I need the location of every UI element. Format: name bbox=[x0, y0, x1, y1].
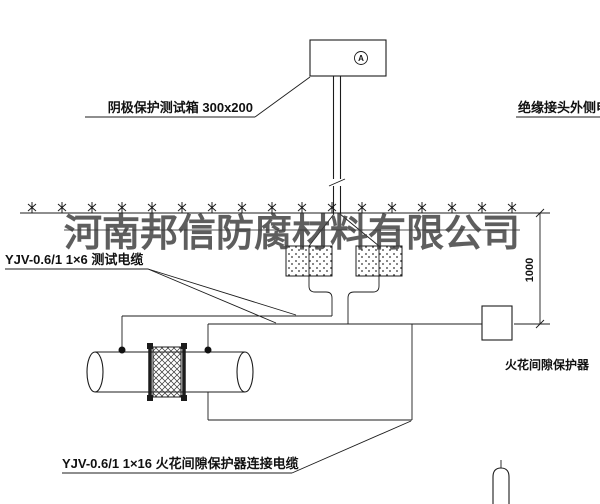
label-test-cable-group: YJV-0.6/1 1×6 测试电缆 bbox=[5, 252, 297, 324]
leader-line bbox=[147, 268, 277, 324]
spark-gap-protector bbox=[481, 305, 513, 341]
bolt bbox=[147, 395, 153, 401]
conduit bbox=[328, 76, 346, 214]
watermark: 河南邦信防腐材料有限公司 bbox=[64, 213, 520, 255]
dim-text-1000: 1000 bbox=[524, 258, 536, 282]
pipe-end-right bbox=[236, 351, 254, 393]
label-outer-cable: 绝缘接头外侧电缆 bbox=[518, 100, 600, 115]
label-test-cable: YJV-0.6/1 1×6 测试电缆 bbox=[5, 252, 143, 267]
bolt bbox=[147, 343, 153, 349]
concrete-block-right bbox=[355, 245, 403, 277]
dimension-1000: 1000 bbox=[514, 208, 550, 329]
leader-line bbox=[147, 268, 297, 316]
label-outer-cable-group: 绝缘接头外侧电缆 bbox=[516, 100, 600, 118]
break-mark bbox=[328, 178, 346, 187]
leader-line bbox=[254, 76, 311, 118]
label-spark-protector: 火花间隙保护器 bbox=[505, 357, 590, 372]
test-box: A bbox=[309, 39, 387, 77]
dim-tick bbox=[535, 208, 545, 218]
label-spark-cable: YJV-0.6/1 1×16 火花间隙保护器连接电缆 bbox=[62, 456, 299, 471]
ground-line bbox=[20, 201, 523, 214]
watermark-text: 河南邦信防腐材料有限公司 bbox=[64, 213, 520, 255]
spark-gap-cable bbox=[207, 324, 413, 421]
bottom-right-symbol bbox=[492, 460, 510, 504]
bolt bbox=[181, 395, 187, 401]
cable-weld-dot bbox=[204, 346, 212, 354]
label-test-box-group: 阴极保护测试箱 300x200 bbox=[85, 76, 311, 118]
meter-circle bbox=[354, 51, 368, 65]
leader-line bbox=[291, 420, 412, 474]
label-test-box: 阴极保护测试箱 300x200 bbox=[108, 100, 253, 115]
meter-symbol: A bbox=[358, 54, 364, 63]
ground-hatch bbox=[27, 201, 517, 214]
concrete-block-left bbox=[285, 245, 333, 277]
bolt bbox=[181, 343, 187, 349]
pipe-end-left bbox=[86, 351, 104, 393]
test-cable-runs bbox=[121, 315, 482, 350]
cable-weld-dot bbox=[118, 346, 126, 354]
label-spark-cable-group: YJV-0.6/1 1×16 火花间隙保护器连接电缆 bbox=[62, 420, 412, 474]
dim-tick bbox=[535, 319, 545, 329]
insulating-joint bbox=[152, 346, 182, 398]
pipe bbox=[86, 343, 254, 401]
